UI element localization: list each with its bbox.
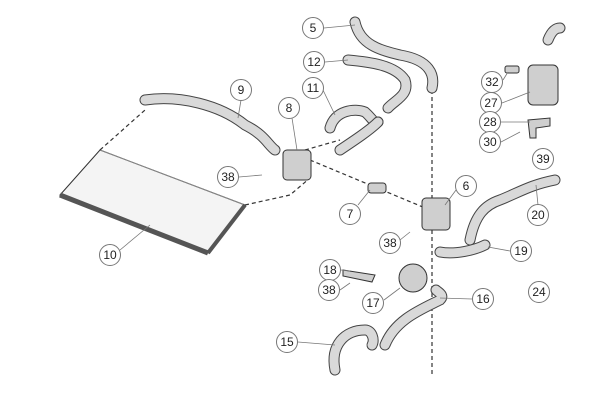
callout-38: 38: [318, 279, 340, 301]
callout-10: 10: [99, 244, 121, 266]
callout-5: 5: [302, 17, 324, 39]
callout-39: 39: [532, 148, 554, 170]
assembly-line: [99, 109, 146, 151]
pump-6-part: [421, 197, 451, 231]
radiator-part: [59, 149, 247, 256]
sensor-7-part: [367, 182, 387, 194]
callout-38: 38: [379, 232, 401, 254]
callout-19: 19: [510, 240, 532, 262]
callout-32: 32: [481, 71, 503, 93]
callout-7: 7: [339, 203, 361, 225]
callout-9: 9: [230, 79, 252, 101]
bracket-28-part: [527, 117, 551, 139]
callout-8: 8: [278, 97, 300, 119]
assembly-line: [244, 177, 311, 206]
callout-28: 28: [479, 111, 501, 133]
callout-18: 18: [319, 259, 341, 281]
callout-11: 11: [302, 77, 324, 99]
assembly-line: [304, 139, 341, 151]
callout-16: 16: [472, 288, 494, 310]
reservoir-27-part: [527, 64, 559, 106]
callout-12: 12: [303, 51, 325, 73]
callout-6: 6: [455, 175, 477, 197]
hoses: [139, 16, 566, 376]
callout-20: 20: [527, 204, 549, 226]
callout-15: 15: [276, 331, 298, 353]
bracket-18-part: [342, 269, 376, 283]
pump-17-part: [398, 263, 428, 293]
callout-27: 27: [480, 92, 502, 114]
valve-8-part: [282, 149, 312, 181]
callout-24: 24: [528, 281, 550, 303]
leader-lines: [119, 24, 539, 346]
callout-17: 17: [362, 292, 384, 314]
callout-38: 38: [217, 166, 239, 188]
fitting-32-part: [504, 65, 520, 74]
callout-30: 30: [479, 131, 501, 153]
